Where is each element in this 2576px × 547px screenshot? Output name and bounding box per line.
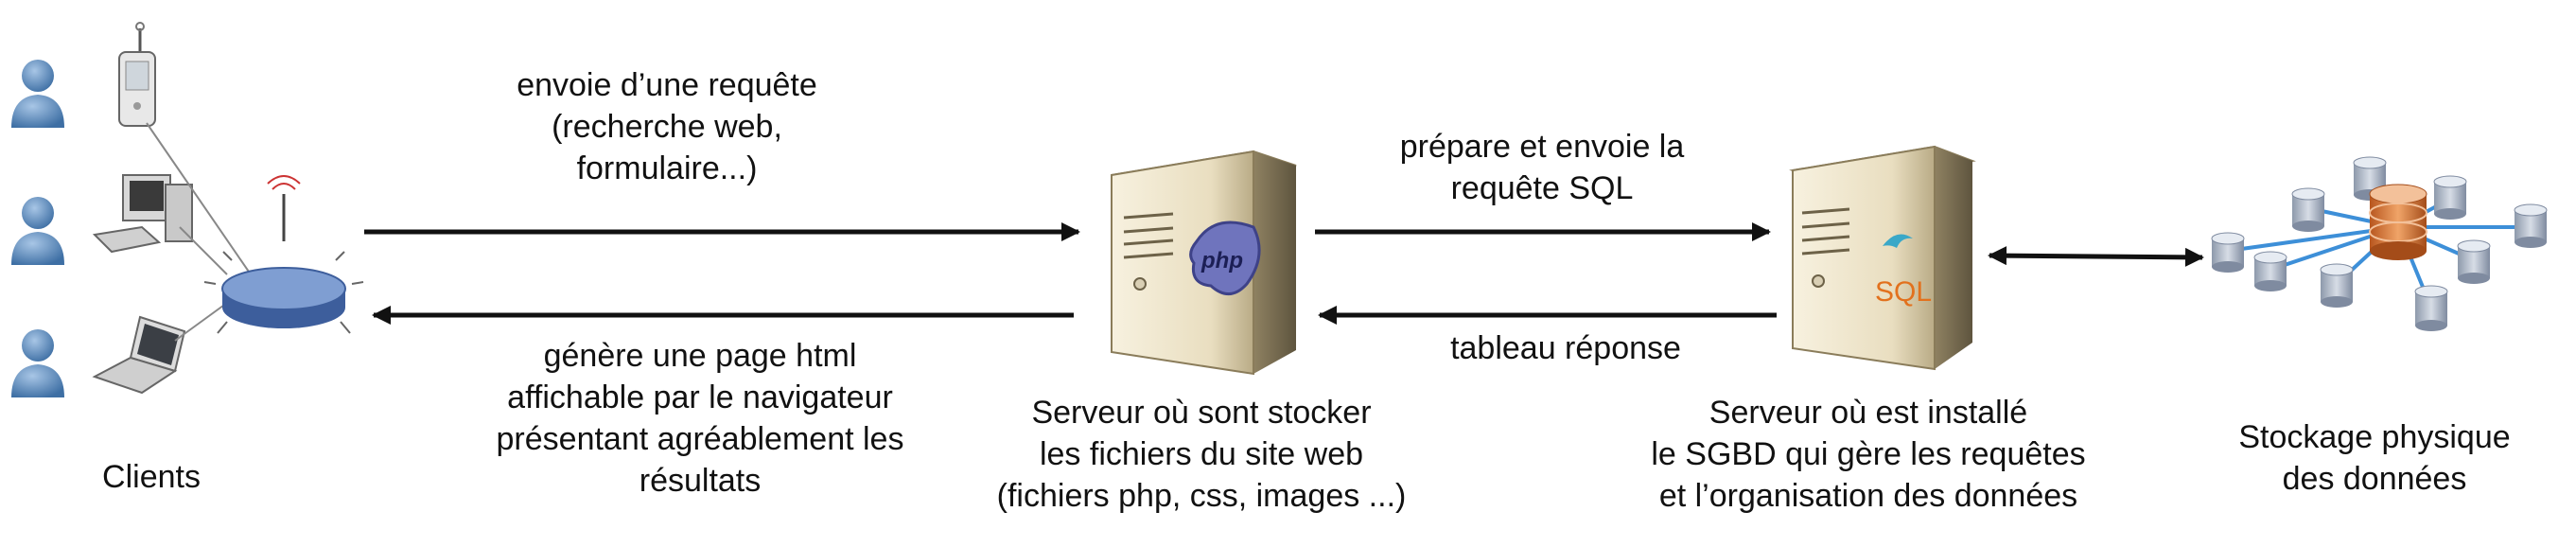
db-disk-icon (2253, 251, 2287, 291)
sql-request-label-line: requête SQL (1450, 170, 1634, 206)
db-server-label-line: le SGBD qui gère les requêtes (1651, 436, 2086, 472)
db-server-label-line: Serveur où est installé (1709, 395, 2028, 431)
db-disk-icon (2414, 285, 2448, 331)
db-disk-icon (2514, 203, 2548, 248)
user-icon (11, 60, 64, 128)
clients-label: Clients (102, 459, 201, 495)
request-label-line: formulaire...) (576, 150, 758, 186)
sql-request-label: prépare et envoie la requête SQL (1362, 126, 1722, 209)
web-server-icon: php (1111, 150, 1297, 376)
response-html-label-line: résultats (639, 463, 762, 499)
php-logo-icon: php (1189, 221, 1261, 295)
storage-label: Stockage physique des données (2218, 416, 2531, 500)
request-label-line: envoie d’une requête (517, 67, 817, 103)
arrows (364, 222, 2204, 325)
database-server-icon: SQL (1789, 145, 1976, 371)
mobile-phone-icon (118, 22, 156, 127)
user-icon (11, 329, 64, 397)
response-html-label-line: présentant agréablement les (496, 421, 904, 457)
network-links (146, 122, 252, 342)
desktop-computer-icon (92, 174, 193, 254)
db-server-label: Serveur où est installé le SGBD qui gère… (1613, 392, 2124, 517)
web-server-label-line: Serveur où sont stocker (1031, 395, 1372, 431)
db-disk-icon (2320, 263, 2354, 308)
web-server-label-line: les fichiers du site web (1039, 436, 1364, 472)
user-icon (11, 197, 64, 265)
response-html-label-line: affichable par le navigateur (507, 379, 893, 415)
db-disk-icon (2211, 232, 2245, 273)
web-server-label-line: (fichiers php, css, images ...) (996, 478, 1407, 514)
table-response-label: tableau réponse (1450, 330, 1681, 366)
db-disk-icon (2457, 239, 2491, 284)
storage-label-line: des données (2282, 461, 2467, 497)
db-disk-icon (2433, 175, 2467, 220)
svg-text:SQL: SQL (1875, 276, 1932, 308)
router-icon (203, 175, 364, 334)
svg-text:php: php (1200, 248, 1243, 274)
database-cluster-icon (2211, 156, 2548, 331)
response-html-label-line: génère une page html (543, 338, 857, 374)
storage-link-arrow (1988, 246, 2204, 267)
laptop-icon (92, 315, 186, 395)
central-db-icon (2369, 184, 2427, 260)
sql-logo-icon: SQL (1875, 234, 1932, 308)
request-label-line: (recherche web, (552, 109, 782, 145)
db-disk-icon (2291, 187, 2325, 232)
request-label: envoie d’une requête (recherche web, for… (478, 64, 856, 189)
web-server-label: Serveur où sont stocker les fichiers du … (946, 392, 1457, 517)
sql-request-label-line: prépare et envoie la (1399, 129, 1685, 165)
db-server-label-line: et l’organisation des données (1658, 478, 2078, 514)
storage-label-line: Stockage physique (2238, 419, 2511, 455)
response-html-label: génère une page html affichable par le n… (445, 335, 955, 502)
